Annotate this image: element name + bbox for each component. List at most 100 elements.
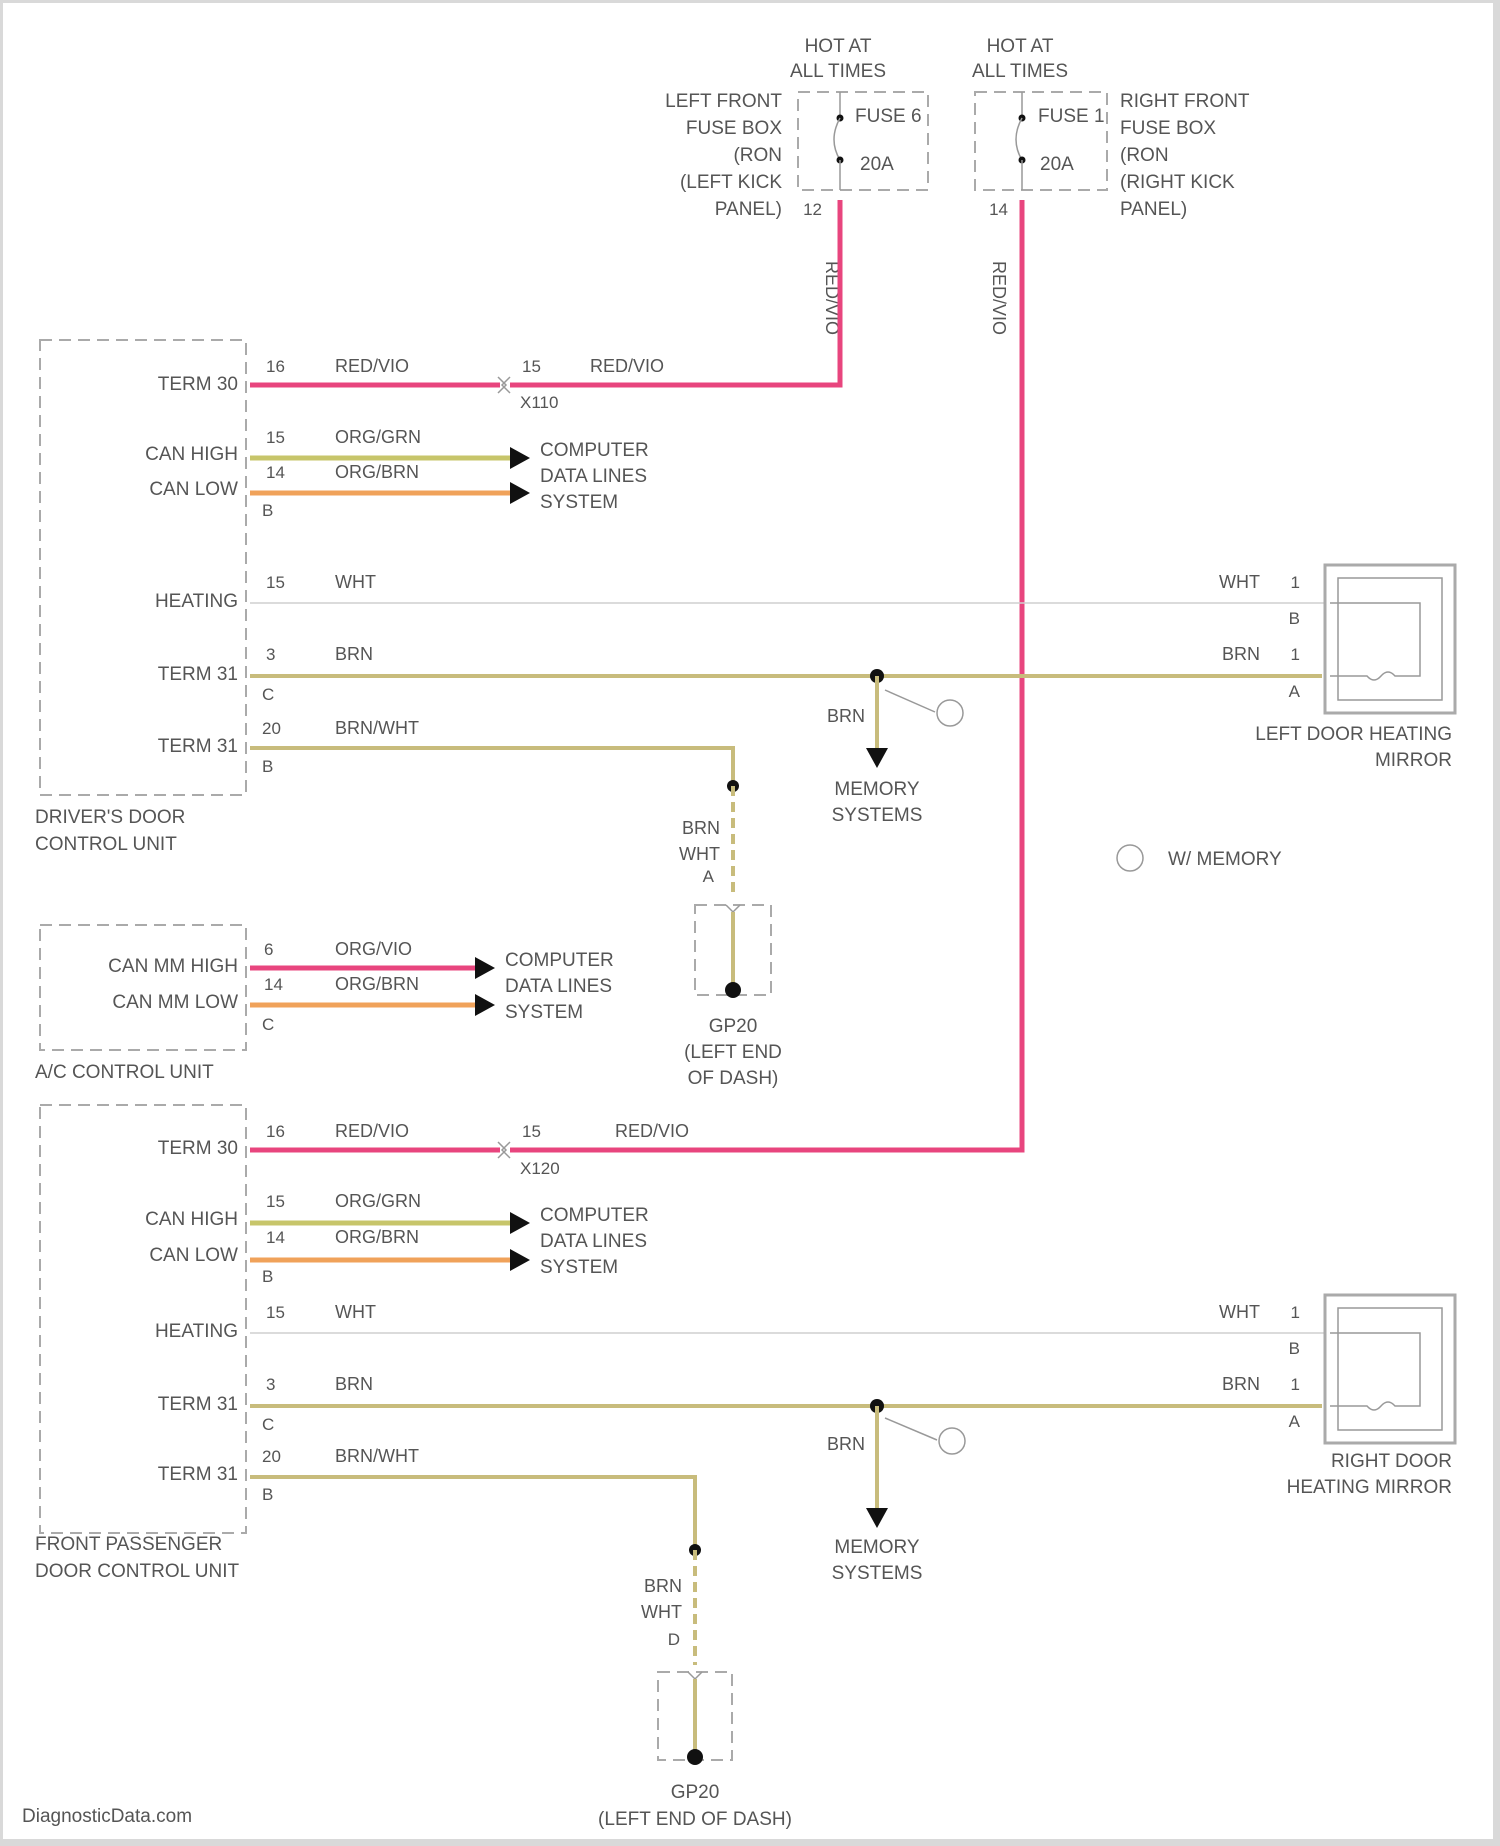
left-mirror-outline — [1325, 565, 1455, 713]
passenger-term30-pin: 16 — [266, 1122, 285, 1141]
driver-term31b-sub: B — [262, 757, 273, 776]
lower-ground-gp20: BRN WHT D GP20 (LEFT END OF DASH) — [598, 1544, 792, 1830]
left-mirror-brn-wire: BRN — [1222, 644, 1260, 664]
driver-term31b-wire: BRN/WHT — [335, 718, 419, 738]
passenger-can-low-pin: 14 — [266, 1228, 285, 1247]
wiring-diagram-sheet: HOT AT ALL TIMES LEFT FRONT FUSE BOX (RO… — [3, 3, 1493, 1839]
lower-memory-wire: BRN — [827, 1434, 865, 1454]
driver-term31a-sub: C — [262, 685, 274, 704]
left-fuse-feed-wire — [510, 200, 840, 385]
passenger-can-high-arrow — [510, 1212, 530, 1234]
driver-heating-label: HEATING — [155, 591, 238, 612]
driver-term31b-wire-line — [250, 748, 733, 786]
ac-dest-3: SYSTEM — [505, 1002, 583, 1023]
right-door-heating-mirror: WHT 1 B BRN 1 A RIGHT DOOR HEATING MIRRO… — [1219, 1295, 1455, 1498]
upper-ground-name-1: GP20 — [709, 1016, 758, 1037]
passenger-can-high-wire: ORG/GRN — [335, 1191, 421, 1211]
x110-wire: RED/VIO — [590, 356, 664, 376]
right-mirror-name-2: HEATING MIRROR — [1287, 1477, 1452, 1498]
right-mirror-wht-pin: 1 — [1291, 1303, 1300, 1322]
lower-ground-wire-2: WHT — [641, 1602, 682, 1622]
lower-memory-option-circle — [939, 1428, 965, 1454]
passenger-term31b-label: TERM 31 — [158, 1464, 238, 1485]
ac-can-low-pin: 14 — [264, 975, 283, 994]
driver-can-low-pin: 14 — [266, 463, 285, 482]
right-mirror-heater-element — [1330, 1333, 1420, 1410]
ac-dest-2: DATA LINES — [505, 976, 612, 997]
passenger-can-high-label: CAN HIGH — [145, 1209, 238, 1230]
upper-memory-wire: BRN — [827, 706, 865, 726]
left-fuse-box-label-1: LEFT FRONT — [665, 91, 782, 112]
driver-can-low-arrow — [510, 482, 530, 504]
passenger-term31a-pin: 3 — [266, 1375, 275, 1394]
ac-can-high-wire: ORG/VIO — [335, 939, 412, 959]
footer-watermark: DiagnosticData.com — [22, 1806, 192, 1827]
driver-can-high-wire: ORG/GRN — [335, 427, 421, 447]
upper-memory-option-circle — [937, 700, 963, 726]
driver-term31b-label: TERM 31 — [158, 736, 238, 757]
passenger-term31a-label: TERM 31 — [158, 1394, 238, 1415]
ac-can-low-wire: ORG/BRN — [335, 974, 419, 994]
left-fuse-pin: 12 — [803, 200, 822, 219]
driver-can-high-arrow — [510, 447, 530, 469]
left-mirror-wht-sub: B — [1289, 609, 1300, 628]
legend-circle-icon — [1117, 845, 1143, 871]
upper-ground-wire-2: WHT — [679, 844, 720, 864]
passenger-can-low-arrow — [510, 1249, 530, 1271]
connector-x120-label: X120 — [520, 1159, 560, 1178]
left-mirror-brn-sub: A — [1289, 682, 1301, 701]
driver-can-low-sub: B — [262, 501, 273, 520]
x120-wire: RED/VIO — [615, 1121, 689, 1141]
ac-unit-name: A/C CONTROL UNIT — [35, 1062, 214, 1083]
driver-unit-name-1: DRIVER'S DOOR — [35, 807, 185, 828]
right-mirror-wht-sub: B — [1289, 1339, 1300, 1358]
passenger-door-control-unit: FRONT PASSENGER DOOR CONTROL UNIT TERM 3… — [35, 1105, 1325, 1582]
passenger-term31a-wire: BRN — [335, 1374, 373, 1394]
driver-dest-1: COMPUTER — [540, 440, 649, 461]
left-mirror-heater-element — [1330, 603, 1420, 680]
driver-can-low-label: CAN LOW — [149, 479, 238, 500]
passenger-term31b-wire: BRN/WHT — [335, 1446, 419, 1466]
right-fuse-box-label-1: RIGHT FRONT — [1120, 91, 1250, 112]
driver-heating-pin: 15 — [266, 573, 285, 592]
driver-heating-wire: WHT — [335, 572, 376, 592]
right-fuse-box-label-3: (RON — [1120, 145, 1169, 166]
right-fuse-wire-color: RED/VIO — [989, 261, 1009, 335]
passenger-term31b-wire-line — [250, 1477, 695, 1550]
left-fuse-hot-line2: ALL TIMES — [790, 61, 886, 82]
passenger-heating-label: HEATING — [155, 1321, 238, 1342]
lower-ground-pin: D — [668, 1630, 680, 1649]
right-mirror-outline — [1325, 1295, 1455, 1443]
left-fuse-block: HOT AT ALL TIMES LEFT FRONT FUSE BOX (RO… — [665, 36, 928, 335]
right-mirror-brn-sub: A — [1289, 1412, 1301, 1431]
right-fuse-box-label-4: (RIGHT KICK — [1120, 172, 1235, 193]
ac-can-high-label: CAN MM HIGH — [108, 956, 238, 977]
upper-ground-gp20: BRN WHT A GP20 (LEFT END OF DASH) — [679, 780, 782, 1089]
right-mirror-brn-pin: 1 — [1291, 1375, 1300, 1394]
right-fuse-box-label-2: FUSE BOX — [1120, 118, 1216, 139]
right-mirror-name-1: RIGHT DOOR — [1331, 1451, 1452, 1472]
passenger-dest-2: DATA LINES — [540, 1231, 647, 1252]
left-fuse-box-label-3: (RON — [733, 145, 782, 166]
driver-term30-wire: RED/VIO — [335, 356, 409, 376]
lower-ground-point — [687, 1749, 703, 1765]
right-mirror-wht-wire: WHT — [1219, 1302, 1260, 1322]
upper-ground-wire-1: BRN — [682, 818, 720, 838]
left-mirror-wht-wire: WHT — [1219, 572, 1260, 592]
upper-memory-arrow — [866, 748, 888, 768]
passenger-can-low-sub: B — [262, 1267, 273, 1286]
upper-ground-pin: A — [703, 867, 715, 886]
ac-can-low-sub: C — [262, 1015, 274, 1034]
passenger-dest-3: SYSTEM — [540, 1257, 618, 1278]
lower-memory-label-2: SYSTEMS — [832, 1563, 923, 1584]
passenger-term31b-pin: 20 — [262, 1447, 281, 1466]
ac-can-low-label: CAN MM LOW — [112, 992, 238, 1013]
ac-unit-outline — [40, 925, 246, 1050]
driver-term31b-pin: 20 — [262, 719, 281, 738]
passenger-term31a-sub: C — [262, 1415, 274, 1434]
left-mirror-inner — [1338, 578, 1442, 700]
driver-term31a-label: TERM 31 — [158, 664, 238, 685]
ac-can-high-arrow — [475, 957, 495, 979]
upper-memory-label-1: MEMORY — [834, 779, 919, 800]
lower-ground-name-1: GP20 — [671, 1782, 720, 1803]
